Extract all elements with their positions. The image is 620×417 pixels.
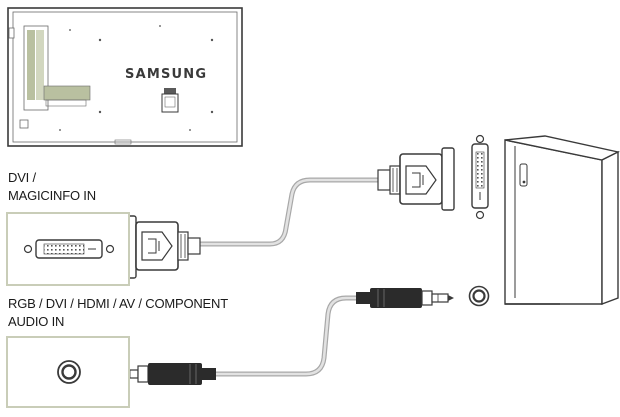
audio-label-line-2: AUDIO IN: [8, 314, 65, 329]
monitor-dvi-port-icon: [23, 239, 115, 259]
pc-tower-icon: [504, 135, 620, 306]
audio-label-line-1: RGB / DVI / HDMI / AV / COMPONENT: [8, 296, 228, 311]
pc-dvi-port-icon: [471, 134, 489, 220]
pc-audio-port-icon: [468, 285, 490, 307]
monitor-audio-port-panel: [6, 336, 130, 408]
dvi-cable: [197, 177, 383, 247]
monitor-audio-jack-icon: [57, 360, 81, 384]
dvi-plug-pc-side: [377, 147, 455, 211]
audio-plug-monitor-side: [118, 363, 216, 385]
dvi-label-line-2: MAGICINFO IN: [8, 188, 96, 203]
audio-cable: [212, 295, 363, 377]
monitor-brand-logo: SAMSUNG: [125, 67, 207, 82]
dvi-label-line-1: DVI /: [8, 170, 36, 185]
audio-plug-pc-side: [356, 288, 454, 308]
dvi-plug-monitor-side: [123, 215, 201, 279]
monitor-back-panel: [7, 7, 243, 147]
